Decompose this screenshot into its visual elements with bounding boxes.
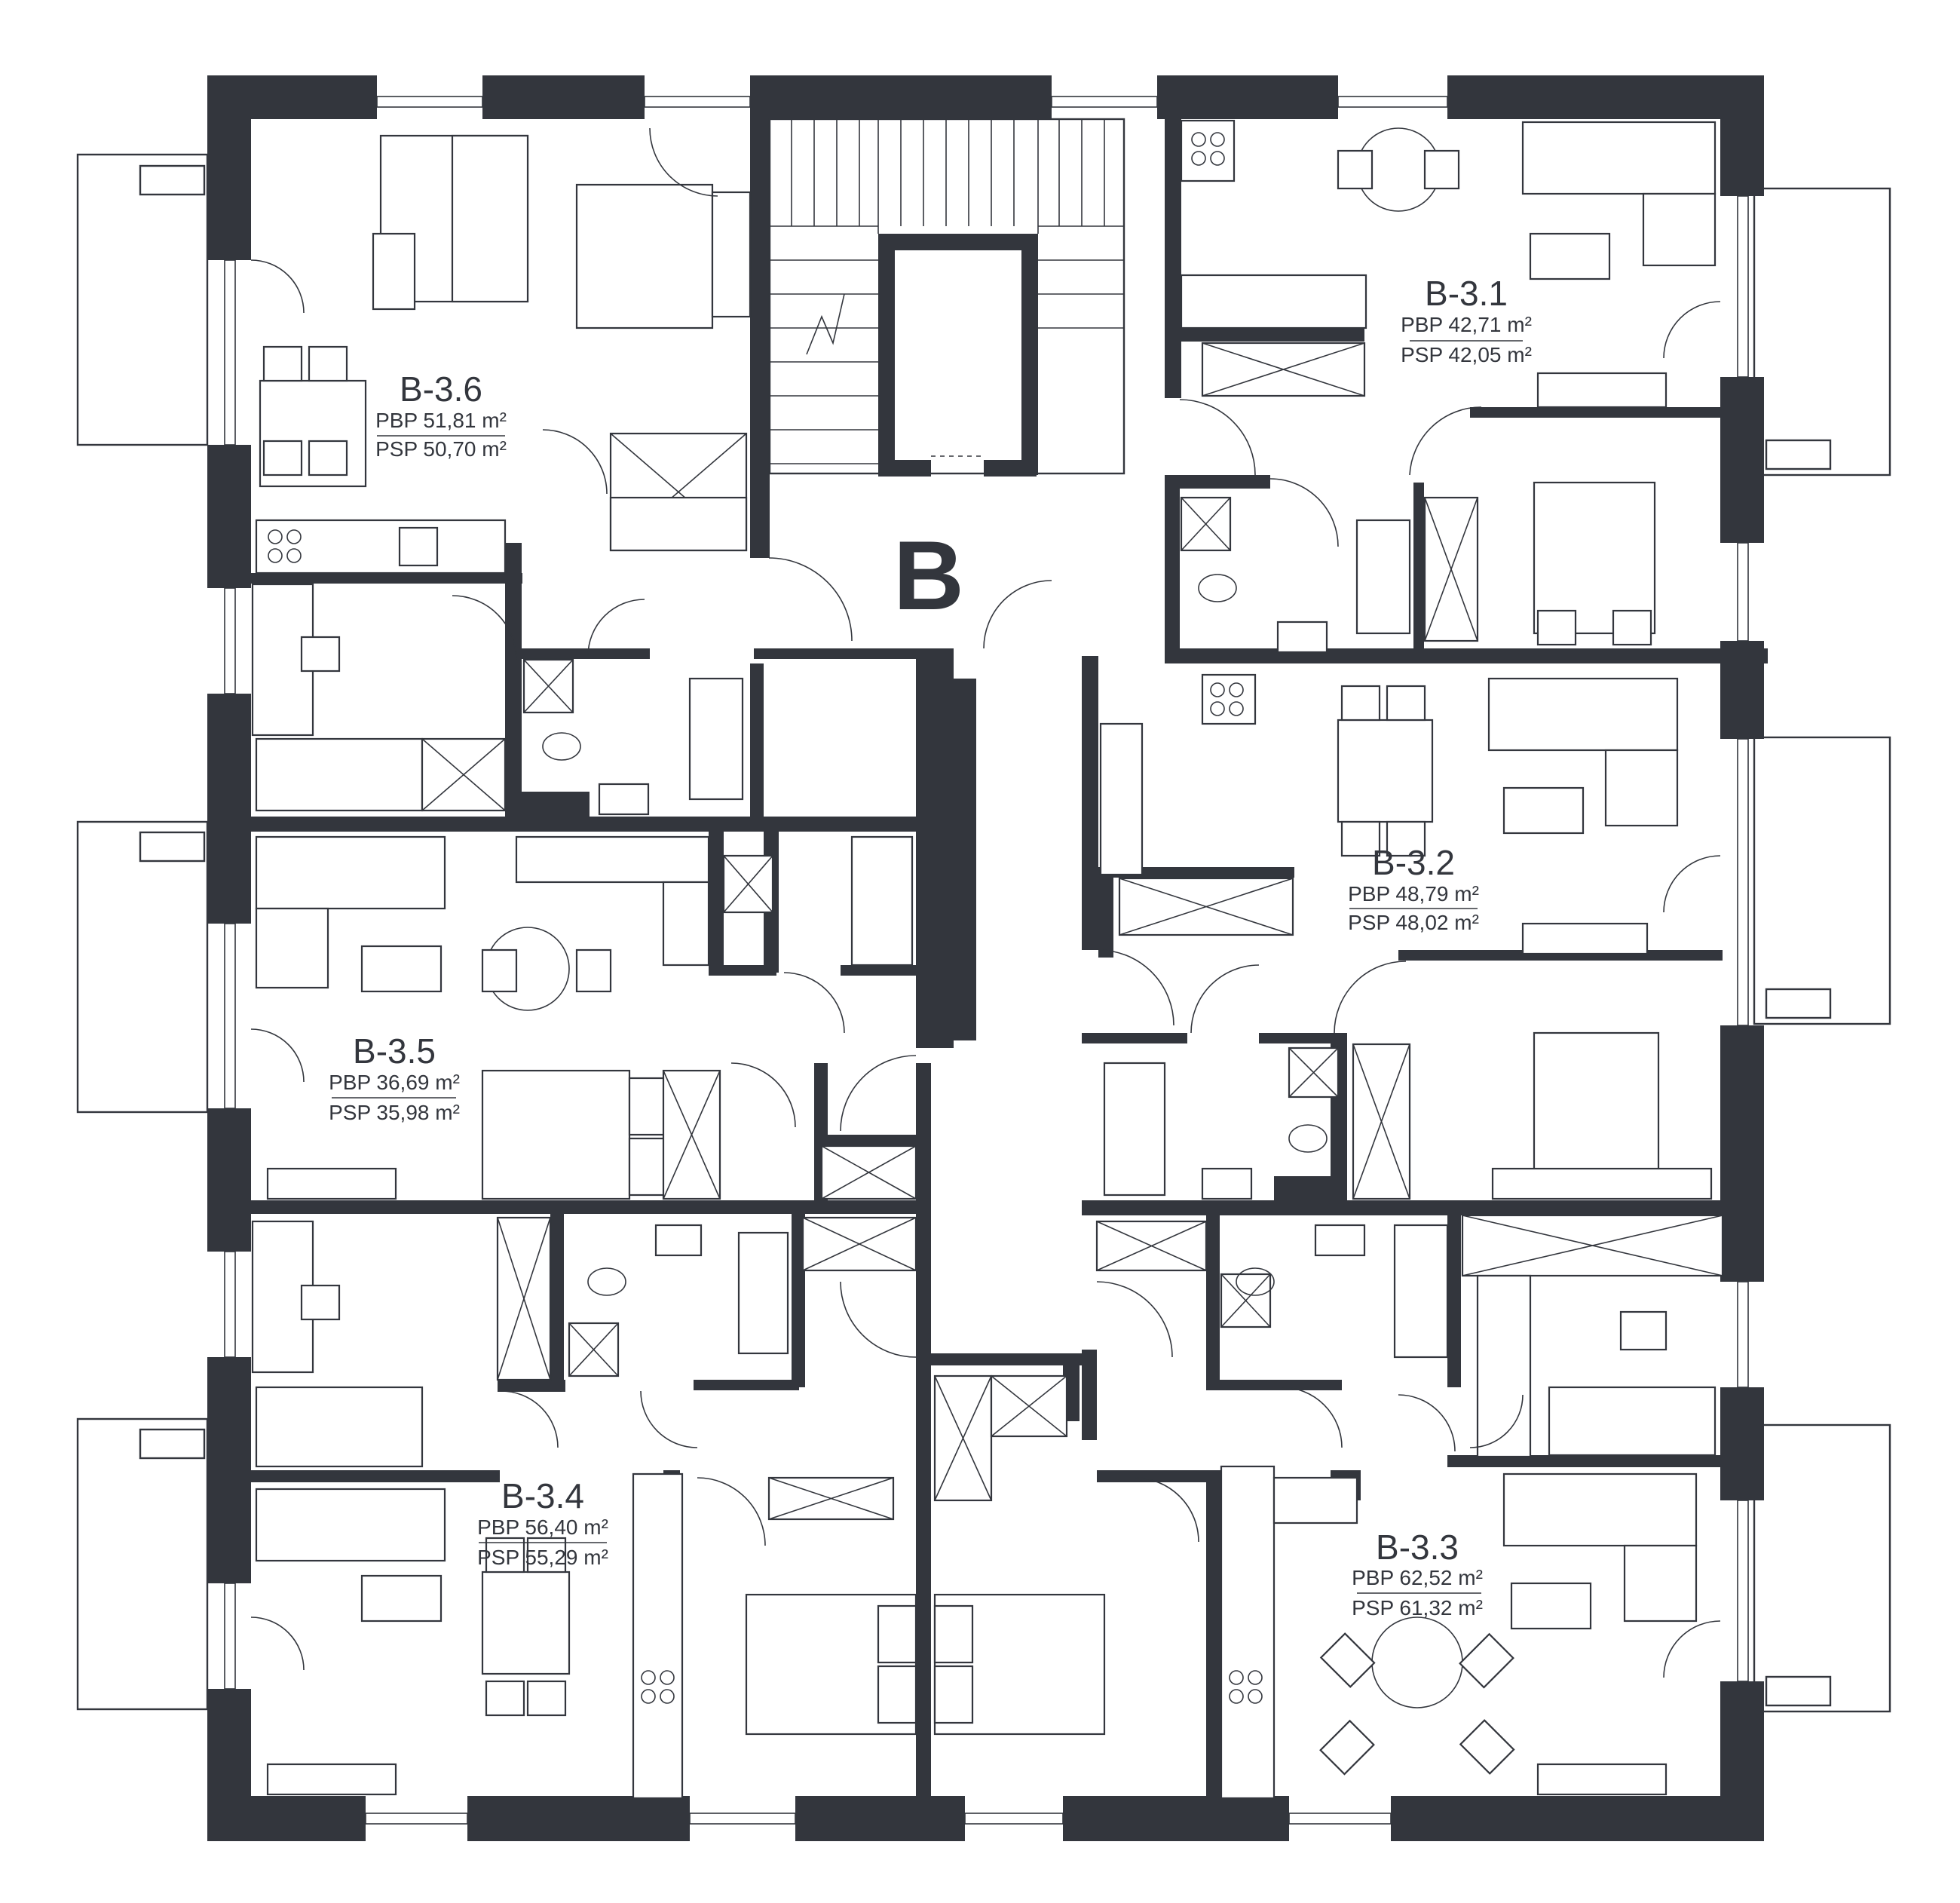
unit-pbp: PBP 42,71 m² [1401, 313, 1532, 336]
exterior-walls [207, 75, 1764, 1841]
unit-label-b35: B-3.5 PBP 36,69 m² PSP 35,98 m² [329, 1031, 460, 1124]
unit-id: B-3.4 [501, 1476, 584, 1515]
unit-pbp: PBP 51,81 m² [375, 409, 507, 432]
unit-psp: PSP 48,02 m² [1348, 911, 1479, 934]
unit-psp: PSP 55,29 m² [477, 1546, 608, 1569]
unit-label-b32: B-3.2 PBP 48,79 m² PSP 48,02 m² [1348, 843, 1479, 934]
balconies [76, 153, 1891, 1713]
unit-pbp: PBP 62,52 m² [1352, 1566, 1483, 1589]
unit-pbp: PBP 36,69 m² [329, 1071, 460, 1094]
unit-id: B-3.2 [1372, 843, 1455, 882]
unit-id: B-3.3 [1376, 1528, 1459, 1567]
building-letter: B [893, 520, 964, 630]
unit-id: B-3.1 [1425, 274, 1508, 313]
unit-label-b33: B-3.3 PBP 62,52 m² PSP 61,32 m² [1352, 1528, 1483, 1620]
unit-psp: PSP 61,32 m² [1352, 1596, 1483, 1620]
furniture [251, 119, 1724, 1800]
building-label: B [893, 520, 964, 630]
unit-label-b34: B-3.4 PBP 56,40 m² PSP 55,29 m² [477, 1476, 608, 1569]
unit-pbp: PBP 48,79 m² [1348, 882, 1479, 906]
unit-id: B-3.5 [353, 1031, 436, 1071]
staircase [768, 118, 1125, 475]
unit-psp: PSP 42,05 m² [1401, 343, 1532, 366]
interior-walls [251, 75, 1768, 1817]
unit-label-b31: B-3.1 PBP 42,71 m² PSP 42,05 m² [1401, 274, 1532, 366]
unit-psp: PSP 35,98 m² [329, 1101, 460, 1124]
unit-pbp: PBP 56,40 m² [477, 1515, 608, 1539]
doors [250, 127, 1721, 1678]
unit-psp: PSP 50,70 m² [375, 437, 507, 461]
unit-label-b36: B-3.6 PBP 51,81 m² PSP 50,70 m² [375, 369, 507, 461]
unit-id: B-3.6 [400, 369, 482, 409]
windows [224, 96, 1749, 1825]
